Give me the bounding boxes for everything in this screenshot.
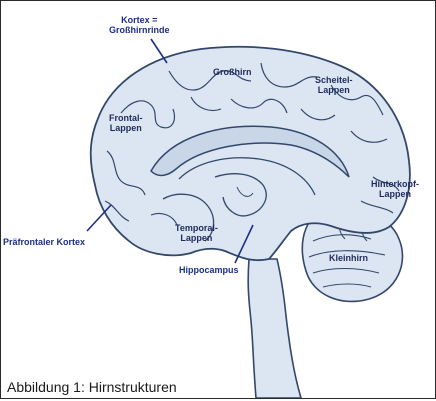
label-kortex-line2: Großhirnrinde bbox=[109, 25, 170, 35]
label-scheitel-line1: Scheitel- bbox=[315, 75, 353, 85]
label-temporal-line2: Lappen bbox=[175, 233, 218, 243]
label-scheitel: Scheitel- Lappen bbox=[315, 75, 353, 95]
label-frontal: Frontal- Lappen bbox=[109, 113, 143, 133]
label-hinterkopf-line2: Lappen bbox=[371, 189, 419, 199]
label-praefrontaler: Präfrontaler Kortex bbox=[3, 237, 85, 247]
label-temporal-line1: Temporal- bbox=[175, 223, 218, 233]
label-kortex-line1: Kortex = bbox=[109, 15, 170, 25]
label-hinterkopf: Hinterkopf- Lappen bbox=[371, 179, 419, 199]
label-grosshirn: Großhirn bbox=[213, 67, 252, 77]
label-hinterkopf-line1: Hinterkopf- bbox=[371, 179, 419, 189]
label-scheitel-line2: Lappen bbox=[315, 85, 353, 95]
label-kortex: Kortex = Großhirnrinde bbox=[109, 15, 170, 35]
label-frontal-line2: Lappen bbox=[109, 123, 143, 133]
brainstem bbox=[248, 259, 301, 398]
label-frontal-line1: Frontal- bbox=[109, 113, 143, 123]
label-kleinhirn: Kleinhirn bbox=[329, 253, 368, 263]
label-temporal: Temporal- Lappen bbox=[175, 223, 218, 243]
cerebrum bbox=[91, 47, 410, 260]
label-hippocampus: Hippocampus bbox=[179, 265, 239, 275]
figure-caption: Abbildung 1: Hirnstrukturen bbox=[7, 379, 177, 395]
